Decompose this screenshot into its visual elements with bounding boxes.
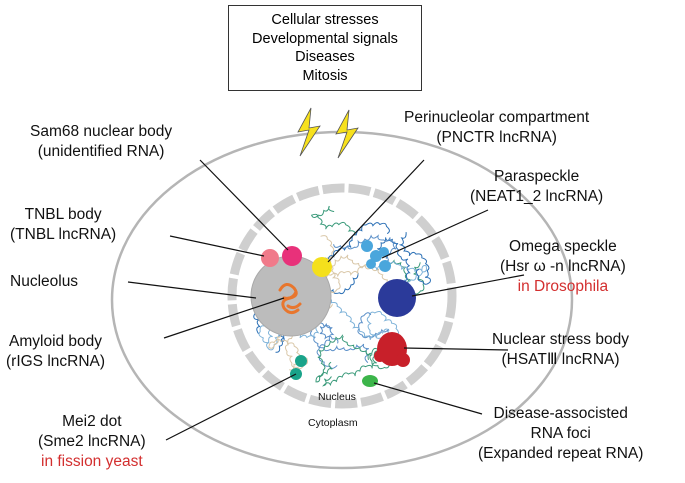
label-line: (Expanded repeat RNA) [478, 445, 644, 462]
label-line: TNBL body [24, 206, 102, 223]
label-line: (HSATⅢ lncRNA) [501, 351, 620, 368]
label-line: Disease-associsted [493, 405, 628, 422]
label-line: (TNBL lncRNA) [10, 226, 117, 243]
paraspeckle-mark [361, 240, 391, 272]
label-line: in fission yeast [41, 453, 143, 470]
rna-foci-mark [362, 375, 378, 387]
label-line: (Sme2 lncRNA) [38, 433, 146, 450]
label-pnctr: Perinucleolar compartment (PNCTR lncRNA) [404, 108, 589, 148]
label-line: (Hsr ω -n lncRNA) [500, 258, 626, 275]
label-line: Omega speckle [509, 238, 617, 255]
label-nucleolus: Nucleolus [10, 272, 78, 292]
amyloid-body-mark [278, 283, 302, 315]
label-amyloid: Amyloid body (rIGS lncRNA) [6, 332, 105, 372]
label-paraspeckle: Paraspeckle (NEAT1_2 lncRNA) [470, 167, 603, 207]
label-line: Nucleolus [10, 273, 79, 290]
chromatin-strand [316, 222, 390, 268]
chromatin-strand [310, 318, 370, 363]
pnctr-mark [312, 257, 332, 277]
nuclear-stress-body-mark [374, 332, 410, 367]
label-tnbl: TNBL body (TNBL lncRNA) [10, 205, 116, 245]
label-line: Sam68 nuclear body [30, 123, 173, 140]
leader-lines [127, 159, 525, 441]
label-sam68: Sam68 nuclear body (unidentified RNA) [30, 122, 172, 162]
chromatin-strand [398, 232, 431, 285]
label-cytoplasm: Cytoplasm [308, 417, 358, 429]
lightning-icon [297, 107, 359, 159]
label-rna-foci: Disease-associsted RNA foci (Expanded re… [478, 404, 643, 464]
label-line: Amyloid body [9, 333, 103, 350]
chromatin-strand [310, 205, 356, 236]
label-nucleus: Nucleus [318, 391, 356, 403]
chromatin-strand [316, 323, 339, 369]
omega-speckle-mark [378, 279, 416, 317]
label-line: Mei2 dot [62, 413, 122, 430]
label-omega: Omega speckle (Hsr ω -n lncRNA) in Droso… [500, 237, 626, 297]
label-line: (rIGS lncRNA) [6, 353, 106, 370]
label-line: Paraspeckle [493, 168, 580, 185]
label-line: in Drosophila [517, 278, 609, 295]
chromatin-strand [322, 350, 380, 387]
tnbl-body-mark [261, 249, 279, 267]
label-line: (unidentified RNA) [37, 143, 165, 160]
label-mei2: Mei2 dot (Sme2 lncRNA) in fission yeast [38, 412, 146, 472]
label-line: RNA foci [530, 425, 591, 442]
stress-line: Mitosis [302, 67, 348, 84]
label-line: Perinucleolar compartment [404, 109, 590, 126]
label-line: (PNCTR lncRNA) [436, 129, 557, 146]
chromatin-strand [333, 234, 397, 268]
sam68-body-mark [282, 246, 302, 266]
nuclear-envelope [227, 183, 457, 409]
label-stress-body: Nuclear stress body (HSATⅢ lncRNA) [492, 330, 629, 370]
label-line: Nuclear stress body [492, 331, 629, 348]
stress-line: Developmental signals [252, 30, 398, 47]
chromatin-strand [315, 334, 344, 383]
stress-line: Diseases [295, 49, 355, 65]
label-line: (NEAT1_2 lncRNA) [470, 188, 604, 205]
stress-factors-box: Cellular stresses Developmental signals … [228, 5, 422, 91]
stress-line: Cellular stresses [271, 12, 379, 28]
